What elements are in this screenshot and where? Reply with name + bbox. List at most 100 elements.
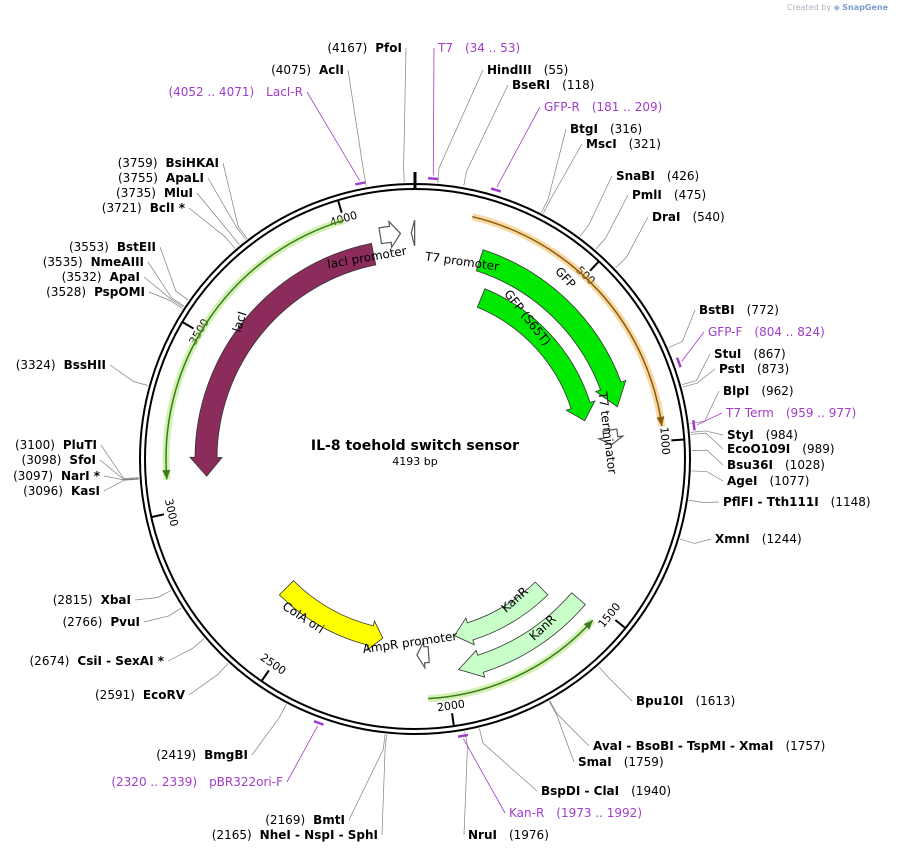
- site-leader-lines: [99, 47, 724, 836]
- enzyme-name: DraI: [652, 210, 680, 224]
- primer-label: (2320 .. 2339)pBR322ori-F: [111, 775, 283, 789]
- restriction-site-label: (3535)NmeAIII: [43, 255, 144, 269]
- site-leader-line: [103, 478, 139, 492]
- plasmid-size: 4193 bp: [392, 455, 437, 468]
- enzyme-name: HindIII: [487, 63, 532, 77]
- site-leader-line: [549, 700, 590, 747]
- site-position: (4167): [327, 41, 367, 55]
- site-position: (1028): [785, 458, 825, 472]
- site-position: (475): [674, 188, 706, 202]
- restriction-site-label: XmnI(1244): [715, 532, 802, 546]
- site-leader-line: [348, 734, 386, 821]
- site-leader-line: [691, 449, 724, 466]
- primer-label: Kan-R (1973 .. 1992): [509, 806, 642, 820]
- site-position: (316): [610, 122, 642, 136]
- enzyme-name: MluI: [164, 186, 193, 200]
- enzyme-name: BtgI: [570, 122, 598, 136]
- primer-name: T7: [437, 41, 453, 55]
- site-leader-line: [100, 444, 139, 479]
- feature-line-head: [583, 620, 593, 630]
- plasmid-name: IL-8 toehold switch sensor: [311, 438, 519, 454]
- site-leader-line: [167, 638, 205, 662]
- site-position: (4075): [271, 63, 311, 77]
- restriction-site-label: (2674)CsiI - SexAI *: [30, 654, 165, 668]
- restriction-site-label: PflFI - Tth111I(1148): [723, 495, 871, 509]
- enzyme-name: BlpI: [723, 384, 749, 398]
- site-position: (873): [757, 362, 789, 376]
- restriction-site-label: HindIII(55): [487, 63, 568, 77]
- feature-line-head: [162, 469, 171, 480]
- site-leader-line: [143, 276, 184, 308]
- credit-prefix: Created by: [787, 3, 832, 12]
- primer-name: Kan-R: [509, 806, 544, 820]
- site-position: (3324): [16, 358, 56, 372]
- restriction-site-label: (4075) AclI: [271, 63, 344, 77]
- site-leader-line: [691, 470, 724, 482]
- site-leader-line: [437, 69, 484, 183]
- primer-label: T7 (34 .. 53): [437, 41, 520, 55]
- restriction-site-label: BtgI (316): [570, 122, 642, 136]
- site-leader-line: [579, 175, 613, 237]
- site-leader-line: [143, 607, 182, 623]
- primer-range: (1973 .. 1992): [556, 806, 642, 820]
- enzyme-name: AclI: [319, 63, 344, 77]
- feature-arrow: [278, 580, 384, 652]
- enzyme-name: SmaI: [578, 755, 612, 769]
- site-position: (3100): [15, 438, 55, 452]
- site-leader-line: [159, 246, 189, 301]
- primer-mark: [355, 181, 366, 186]
- restriction-site-label: Bsu36I (1028): [727, 458, 825, 472]
- enzyme-name: BclI *: [150, 201, 186, 215]
- site-leader-line: [251, 704, 287, 756]
- restriction-site-label: NruI(1976): [468, 828, 549, 842]
- primer-leader-line: [696, 412, 723, 426]
- site-position: (3096): [23, 484, 63, 498]
- restriction-site-label: Bpu10I(1613): [636, 694, 735, 708]
- scale-tick-label: 2000: [436, 697, 466, 714]
- restriction-site-label: (3096)KasI: [23, 484, 100, 498]
- restriction-site-label: (3528)PspOMI: [46, 285, 145, 299]
- feature-arrow: [475, 249, 627, 408]
- feature-arrow: [410, 219, 416, 247]
- restriction-site-label: (2165)NheI - NspI - SphI: [212, 828, 378, 842]
- feature-line: [472, 215, 663, 427]
- enzyme-name: BspDI - ClaI: [541, 784, 619, 798]
- enzyme-name: PmlI: [632, 188, 662, 202]
- enzyme-name: ApaLI: [166, 171, 204, 185]
- enzyme-name: CsiI - SexAI *: [77, 654, 164, 668]
- enzyme-name: Bsu36I: [727, 458, 773, 472]
- enzyme-name: PstI: [719, 362, 745, 376]
- site-position: (2169): [265, 813, 305, 827]
- primer-range: (804 .. 824): [754, 325, 824, 339]
- site-position: (962): [761, 384, 793, 398]
- scale-tick: [589, 260, 600, 272]
- enzyme-name: SfoI: [69, 453, 96, 467]
- enzyme-name: XbaI: [101, 593, 131, 607]
- primer-range: (34 .. 53): [465, 41, 520, 55]
- primer-mark: [457, 733, 469, 738]
- feature-arrow: [416, 639, 430, 671]
- site-position: (867): [753, 347, 785, 361]
- site-leader-line: [222, 162, 248, 239]
- site-leader-line: [542, 143, 583, 214]
- restriction-site-label: BspDI - ClaI(1940): [541, 784, 671, 798]
- primer-labels: T7(34 .. 53)GFP-R(181 .. 209)GFP-F(804 .…: [111, 41, 856, 820]
- feature-line: [165, 219, 345, 480]
- site-leader-line: [403, 47, 407, 183]
- enzyme-name: XmnI: [715, 532, 750, 546]
- site-position: (2766): [62, 615, 102, 629]
- primer-name: T7 Term: [725, 406, 774, 420]
- site-leader-line: [690, 432, 724, 450]
- site-position: (3721): [102, 201, 142, 215]
- site-position: (3553): [69, 240, 109, 254]
- restriction-site-label: (2815)XbaI: [53, 593, 131, 607]
- site-position: (3535): [43, 255, 83, 269]
- restriction-site-label: (2766)PvuI: [62, 615, 140, 629]
- enzyme-name: BssHII: [64, 358, 106, 372]
- enzyme-name: PflFI - Tth111I: [723, 495, 819, 509]
- feature-line: [428, 619, 594, 700]
- enzyme-name: NheI - NspI - SphI: [260, 828, 378, 842]
- site-position: (989): [802, 442, 834, 456]
- enzyme-name: AgeI: [727, 474, 757, 488]
